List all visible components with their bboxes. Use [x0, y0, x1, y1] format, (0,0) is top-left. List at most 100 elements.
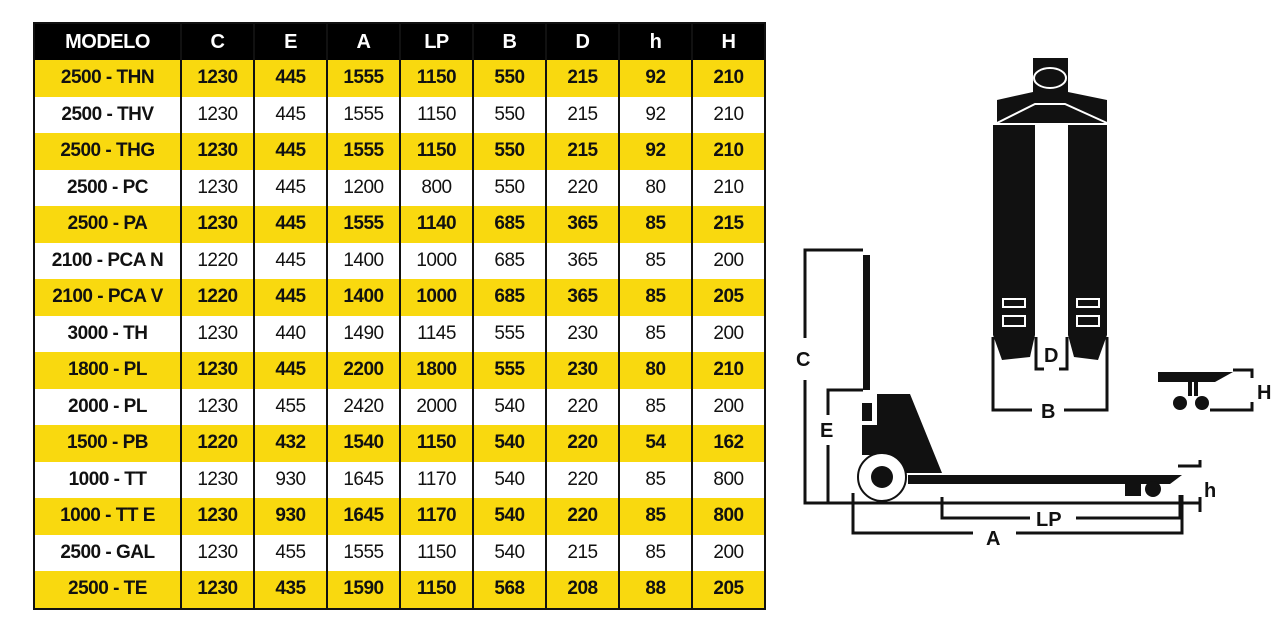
column-header-h: H — [691, 23, 765, 60]
top-view — [993, 58, 1108, 360]
value-cell: 1230 — [180, 498, 254, 535]
value-cell: 85 — [618, 388, 692, 425]
value-cell: 1220 — [180, 279, 254, 316]
value-cell: 445 — [253, 96, 327, 133]
value-cell: 85 — [618, 534, 692, 571]
handle-bar — [863, 255, 870, 390]
dimension-lines — [803, 248, 1254, 535]
value-cell: 200 — [691, 534, 765, 571]
column-header-lp: LP — [399, 23, 473, 60]
value-cell: 685 — [472, 206, 546, 243]
value-cell: 1230 — [180, 534, 254, 571]
label-LP: LP — [1036, 509, 1062, 531]
value-cell: 1230 — [180, 388, 254, 425]
model-cell: 2000 - PL — [34, 388, 181, 425]
value-cell: 685 — [472, 242, 546, 279]
chassis-head — [997, 92, 1107, 123]
value-cell: 1170 — [399, 461, 473, 498]
value-cell: 540 — [472, 498, 546, 535]
value-cell: 210 — [691, 60, 765, 97]
value-cell: 215 — [545, 60, 619, 97]
value-cell: 230 — [545, 315, 619, 352]
value-cell: 1230 — [180, 169, 254, 206]
value-cell: 1230 — [180, 96, 254, 133]
value-cell: 85 — [618, 498, 692, 535]
value-cell: 550 — [472, 60, 546, 97]
value-cell: 550 — [472, 169, 546, 206]
value-cell: 445 — [253, 133, 327, 170]
value-cell: 92 — [618, 96, 692, 133]
model-cell: 2500 - TE — [34, 571, 181, 609]
value-cell: 2420 — [326, 388, 400, 425]
value-cell: 1140 — [399, 206, 473, 243]
value-cell: 685 — [472, 279, 546, 316]
label-C: C — [796, 349, 810, 371]
label-D: D — [1044, 345, 1058, 367]
value-cell: 85 — [618, 206, 692, 243]
value-cell: 80 — [618, 169, 692, 206]
value-cell: 200 — [691, 242, 765, 279]
value-cell: 540 — [472, 534, 546, 571]
value-cell: 210 — [691, 169, 765, 206]
column-header-e: E — [253, 23, 327, 60]
label-h: h — [1204, 480, 1216, 502]
value-cell: 445 — [253, 60, 327, 97]
value-cell: 800 — [691, 461, 765, 498]
value-cell: 2000 — [399, 388, 473, 425]
column-header-a: A — [326, 23, 400, 60]
value-cell: 365 — [545, 206, 619, 243]
value-cell: 365 — [545, 279, 619, 316]
value-cell: 85 — [618, 315, 692, 352]
value-cell: 1555 — [326, 133, 400, 170]
value-cell: 92 — [618, 133, 692, 170]
value-cell: 445 — [253, 279, 327, 316]
value-cell: 200 — [691, 315, 765, 352]
value-cell: 1150 — [399, 425, 473, 462]
value-cell: 215 — [691, 206, 765, 243]
value-cell: 555 — [472, 352, 546, 389]
side-view — [857, 255, 1182, 502]
value-cell: 1490 — [326, 315, 400, 352]
value-cell: 455 — [253, 388, 327, 425]
column-header-b: B — [472, 23, 546, 60]
value-cell: 1230 — [180, 60, 254, 97]
value-cell: 1645 — [326, 461, 400, 498]
value-cell: 205 — [691, 571, 765, 609]
value-cell: 445 — [253, 352, 327, 389]
value-cell: 1555 — [326, 206, 400, 243]
value-cell: 88 — [618, 571, 692, 609]
value-cell: 220 — [545, 388, 619, 425]
model-cell: 2500 - GAL — [34, 534, 181, 571]
model-cell: 2500 - THN — [34, 60, 181, 97]
value-cell: 1230 — [180, 352, 254, 389]
value-cell: 210 — [691, 133, 765, 170]
value-cell: 1200 — [326, 169, 400, 206]
value-cell: 432 — [253, 425, 327, 462]
column-header-h: h — [618, 23, 692, 60]
value-cell: 215 — [545, 133, 619, 170]
value-cell: 80 — [618, 352, 692, 389]
value-cell: 1000 — [399, 279, 473, 316]
column-header-c: C — [180, 23, 254, 60]
value-cell: 230 — [545, 352, 619, 389]
value-cell: 1400 — [326, 242, 400, 279]
handle-joint — [1033, 67, 1067, 89]
value-cell: 550 — [472, 96, 546, 133]
value-cell: 1150 — [399, 96, 473, 133]
value-cell: 85 — [618, 279, 692, 316]
value-cell: 1555 — [326, 60, 400, 97]
value-cell: 162 — [691, 425, 765, 462]
value-cell: 1540 — [326, 425, 400, 462]
label-E: E — [820, 420, 833, 442]
